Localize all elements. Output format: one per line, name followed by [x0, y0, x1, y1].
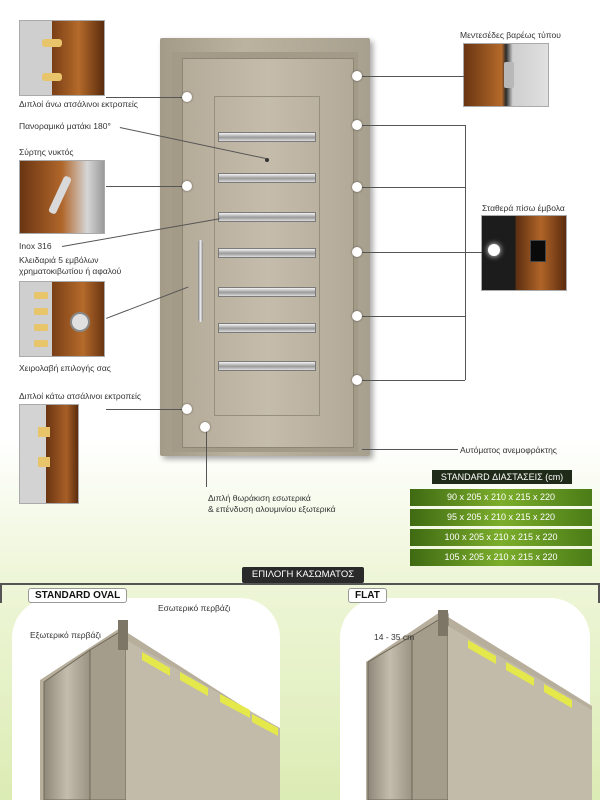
inox-strip: [218, 361, 316, 371]
leader-line: [362, 187, 465, 188]
leader-line: [362, 252, 482, 253]
auto-seal-label: Αυτόματος ανεμοφράκτης: [460, 445, 557, 455]
inox-strip: [218, 287, 316, 297]
inox-strip: [218, 248, 316, 258]
night-latch-photo: [19, 160, 105, 234]
casing-title: ΕΠΙΛΟΓΗ ΚΑΣΩΜΑΤΟΣ: [242, 567, 364, 583]
callout-dot: [352, 311, 362, 321]
door-leaf: [182, 58, 354, 448]
inox-strip: [218, 323, 316, 333]
door-handle: [198, 240, 203, 322]
armor-label-2: & επένδυση αλουμινίου εξωτερικά: [208, 504, 336, 514]
lock-label-1: Κλειδαριά 5 εμβόλων: [19, 255, 99, 265]
leader-line: [106, 186, 186, 187]
dimension-row: 90 x 205 x 210 x 215 x 220: [410, 489, 592, 506]
callout-dot: [182, 92, 192, 102]
night-latch-label: Σύρτης νυκτός: [19, 147, 74, 157]
peephole-label: Πανοραμικό ματάκι 180°: [19, 121, 111, 131]
door-panel: [214, 96, 320, 416]
lock-label-2: χρηματοκιβωτίου ή αφαλού: [19, 266, 122, 276]
hinges-label: Μεντεσέδες βαρέως τύπου: [460, 30, 561, 40]
callout-dot: [352, 182, 362, 192]
casing-divider-right: [598, 583, 600, 603]
hinges-photo: [463, 43, 549, 107]
leader-line: [362, 449, 458, 450]
lock-photo: [19, 281, 105, 357]
leader-line: [106, 409, 186, 410]
standard-oval-tab[interactable]: STANDARD OVAL: [28, 588, 128, 603]
handle-label: Χειρολαβή επιλογής σας: [19, 363, 111, 373]
inox-label: Inox 316: [19, 241, 52, 251]
inox-strip: [218, 173, 316, 183]
callout-dot: [352, 247, 362, 257]
dimension-row: 95 x 205 x 210 x 215 x 220: [410, 509, 592, 526]
casing-divider-left: [0, 583, 2, 603]
armor-label-1: Διπλή θωράκιση εσωτερικά: [208, 493, 311, 503]
outer-frame-label: Εξωτερικό περβάζι: [30, 630, 101, 640]
top-bolts-label: Διπλοί άνω ατσάλινοι εκτροπείς: [19, 99, 138, 109]
standard-oval-profile: [40, 620, 280, 800]
casing-divider: [0, 583, 600, 585]
peephole: [265, 158, 269, 162]
top-bolts-photo: [19, 20, 105, 96]
inox-strip: [218, 132, 316, 142]
callout-dot: [352, 120, 362, 130]
callout-dot: [200, 422, 210, 432]
fixed-bolts-photo: [481, 215, 567, 291]
callout-dot: [182, 404, 192, 414]
dimensions-header: STANDARD ΔΙΑΣΤΑΣΕΙΣ (cm): [432, 470, 572, 484]
flat-profile: [366, 610, 592, 800]
bottom-bolts-label: Διπλοί κάτω ατσάλινοι εκτροπείς: [19, 391, 141, 401]
callout-dot: [352, 71, 362, 81]
flat-range-label: 14 - 35 cm: [374, 632, 415, 642]
inner-frame-label: Εσωτερικό περβάζι: [158, 603, 231, 613]
leader-line: [106, 97, 186, 98]
callout-dot: [352, 375, 362, 385]
leader-line: [362, 125, 465, 126]
inox-strip: [218, 212, 316, 222]
leader-line: [362, 76, 464, 77]
leader-line: [362, 380, 465, 381]
callout-dot: [182, 181, 192, 191]
leader-line: [206, 427, 207, 487]
leader-line: [362, 316, 465, 317]
bottom-bolts-photo: [19, 404, 79, 504]
dimension-row: 100 x 205 x 210 x 215 x 220: [410, 529, 592, 546]
fixed-bolts-label: Σταθερά πίσω έμβολα: [482, 203, 565, 213]
dimension-row: 105 x 205 x 210 x 215 x 220: [410, 549, 592, 566]
flat-tab[interactable]: FLAT: [348, 588, 387, 603]
